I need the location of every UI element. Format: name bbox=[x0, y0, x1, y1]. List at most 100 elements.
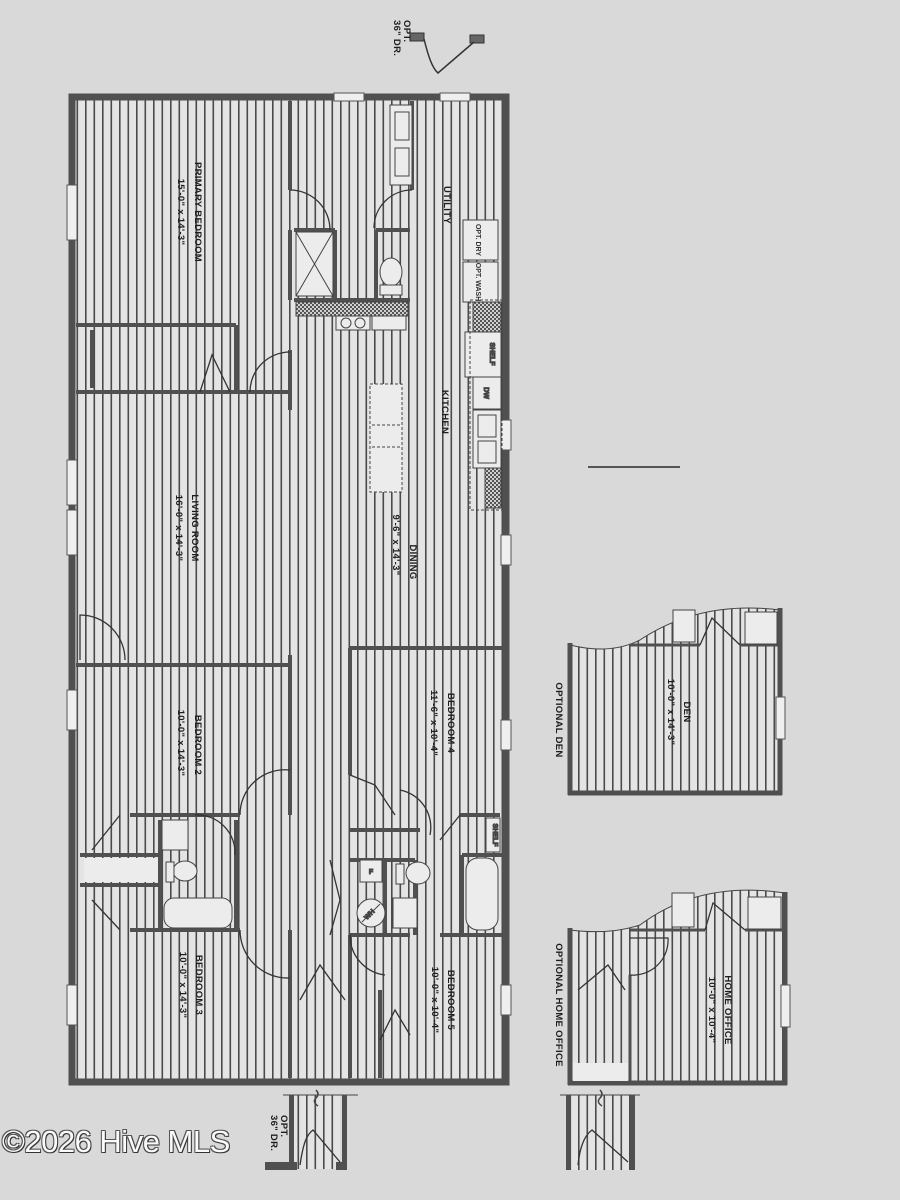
optional-home-office: HOME OFFICE 10'-0" x 10'-4" OPTIONAL HOM… bbox=[553, 889, 791, 1086]
doors bbox=[79, 189, 461, 1041]
hall-bath-fixtures: F WH SHELF bbox=[356, 817, 501, 931]
door-swing bbox=[299, 963, 346, 1001]
utility-name: UTILITY bbox=[441, 186, 452, 224]
furnace-icon bbox=[359, 859, 383, 883]
door-swing bbox=[239, 769, 291, 816]
dishwasher-label: DW bbox=[482, 387, 489, 399]
optional-door-bottom: OPT. 36" DR. bbox=[265, 1089, 358, 1170]
door-swing bbox=[249, 351, 291, 393]
dryer-icon bbox=[462, 219, 499, 261]
mls-watermark: ©2026 Hive MLS bbox=[2, 1124, 230, 1159]
door-jamb bbox=[409, 32, 425, 42]
toilet-tank bbox=[165, 861, 175, 883]
double-sink-icon bbox=[335, 315, 371, 331]
door-swing bbox=[379, 1008, 411, 1041]
main-house: OPT. DRY OPT. WASH SHELF DW bbox=[66, 92, 512, 1086]
window bbox=[66, 184, 78, 241]
laundry: OPT. DRY OPT. WASH bbox=[462, 219, 499, 303]
opt-door-top-line2: 36" DR. bbox=[391, 20, 402, 56]
optional-door-top: OPT. 36" DR. bbox=[391, 20, 485, 74]
bedroom-4-size: 11'-6" x 10'-4" bbox=[428, 690, 439, 756]
window bbox=[66, 459, 78, 506]
sink-icon bbox=[394, 111, 410, 141]
window bbox=[775, 696, 786, 740]
window bbox=[439, 92, 471, 102]
toilet-icon bbox=[405, 861, 431, 885]
bedroom-2-name: BEDROOM 2 bbox=[192, 715, 203, 775]
sink-icon bbox=[394, 147, 410, 177]
room-labels: PRIMARY BEDROOM 15'-0" x 14'-3" UTILITY … bbox=[173, 162, 456, 1033]
door-swing bbox=[373, 189, 413, 229]
primary-bath-fixtures bbox=[295, 104, 413, 331]
washer-label: OPT. WASH bbox=[474, 263, 481, 302]
door-swing bbox=[423, 38, 475, 74]
kitchen-island bbox=[369, 383, 403, 493]
bedroom-4-name: BEDROOM 4 bbox=[445, 693, 456, 754]
hall-shelf-label: SHELF bbox=[491, 824, 498, 848]
toilet-icon bbox=[172, 860, 198, 882]
home-office-name: HOME OFFICE bbox=[722, 975, 733, 1044]
dining-size: 9'-6" x 14'-3" bbox=[390, 514, 401, 575]
sink-bowl bbox=[477, 414, 497, 438]
primary-bedroom-name: PRIMARY BEDROOM bbox=[192, 162, 203, 262]
shower-icon bbox=[744, 611, 778, 645]
sink-icon bbox=[672, 609, 696, 643]
opt-door-top-line1: OPT. bbox=[401, 20, 412, 42]
fridge-shelf bbox=[464, 331, 502, 378]
door-jamb bbox=[469, 34, 485, 44]
sink-icon bbox=[671, 892, 695, 928]
optional-den: DEN 10'-0" x 14'-3" OPTIONAL DEN bbox=[553, 607, 786, 796]
kitchen-name: KITCHEN bbox=[439, 390, 450, 434]
window bbox=[500, 534, 512, 566]
toilet-icon bbox=[379, 257, 403, 287]
bedroom-3-size: 10'-0" x 14'-3" bbox=[177, 952, 188, 1019]
toilet-tank bbox=[395, 863, 405, 885]
door-jamb bbox=[265, 1162, 297, 1170]
door-swing bbox=[239, 929, 291, 979]
door-swing bbox=[629, 937, 669, 976]
bedroom-3-name: BEDROOM 3 bbox=[193, 955, 204, 1015]
window bbox=[66, 984, 78, 1026]
linen-shelf bbox=[84, 858, 158, 882]
counter-corner bbox=[472, 301, 502, 333]
door-swing bbox=[349, 934, 386, 976]
toilet-tank bbox=[379, 284, 403, 296]
opt-door-bottom-line1: OPT. bbox=[278, 1115, 289, 1137]
dryer-label: OPT. DRY bbox=[474, 224, 481, 256]
shower-icon bbox=[747, 896, 782, 930]
furnace-label: F bbox=[369, 869, 374, 876]
linen bbox=[371, 315, 407, 331]
kitchen-sink-icon bbox=[472, 409, 502, 469]
bedroom-2-size: 10'-0" x 14'-3" bbox=[175, 710, 186, 777]
bifold-door bbox=[91, 814, 121, 851]
den-curve bbox=[569, 607, 781, 650]
window bbox=[66, 509, 78, 556]
primary-bedroom-size: 15'-0" x 14'-3" bbox=[175, 179, 186, 246]
bathtub-icon bbox=[163, 897, 233, 929]
home-office-side-door bbox=[560, 1089, 640, 1170]
bath-2-fixtures bbox=[84, 819, 233, 929]
sink-bowl bbox=[477, 440, 497, 464]
window bbox=[333, 92, 365, 102]
counter-end bbox=[484, 467, 502, 509]
door-swing bbox=[399, 789, 432, 836]
bifold-door bbox=[199, 353, 231, 393]
den-floor bbox=[570, 608, 780, 795]
dining-name: DINING bbox=[407, 544, 418, 579]
bedroom-5-size: 10'-0" x 10'-4" bbox=[429, 967, 440, 1034]
counter-outline bbox=[469, 299, 503, 511]
exterior-wall bbox=[68, 93, 510, 1086]
bedroom-5-name: BEDROOM 5 bbox=[445, 970, 456, 1031]
opt-door-bottom-line2: 36" DR. bbox=[268, 1115, 279, 1151]
interior-walls bbox=[76, 101, 502, 1078]
door-swing bbox=[704, 901, 746, 931]
door-swing bbox=[289, 189, 331, 231]
door-swing bbox=[299, 1129, 341, 1166]
bathtub-icon bbox=[465, 857, 499, 931]
living-room-size: 16'-0" x 14'-3" bbox=[173, 495, 184, 562]
window bbox=[780, 984, 791, 1028]
kitchen-counter: SHELF DW bbox=[464, 299, 503, 511]
home-office-size: 10'-0" x 10'-4" bbox=[706, 977, 717, 1044]
counter bbox=[295, 301, 409, 317]
sink-bowl bbox=[340, 317, 352, 329]
